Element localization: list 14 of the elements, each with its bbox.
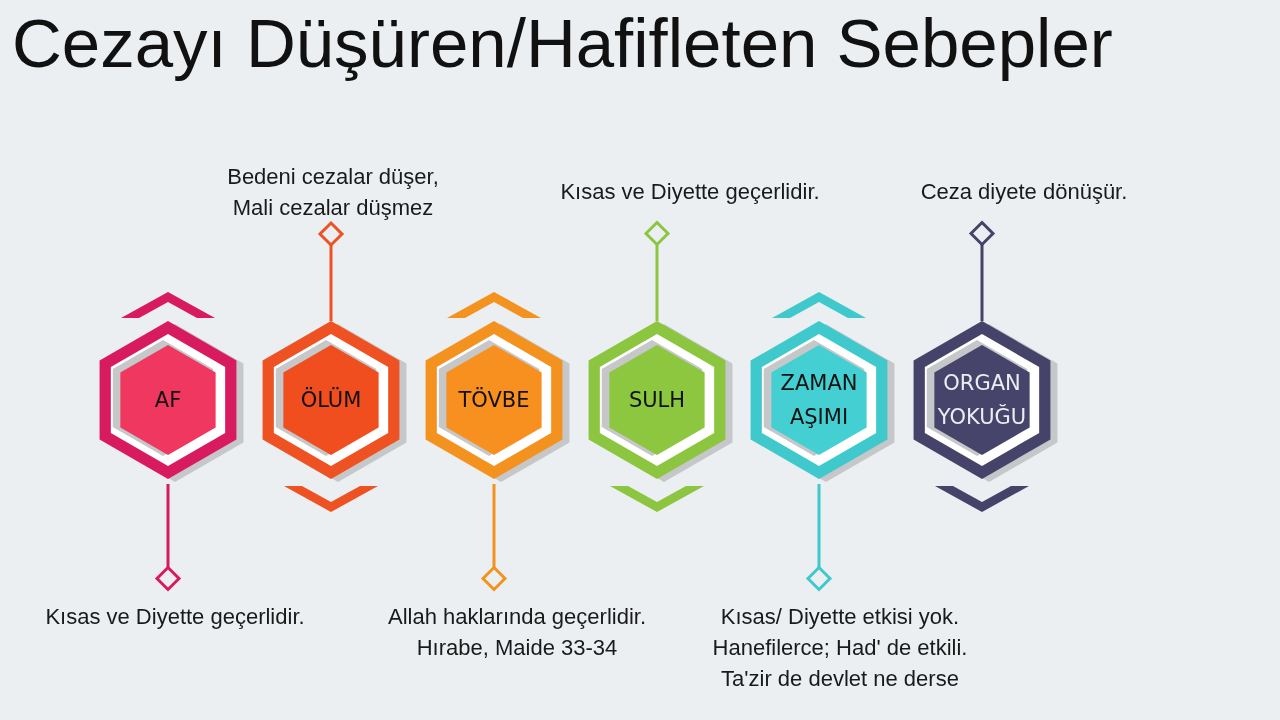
hexagon-label: SULH [628,387,686,414]
note-text: Bedeni cezalar düşer, Mali cezalar düşmez [213,160,453,223]
note-text: Kısas/ Diyette etkisi yok. Hanefilerce; Had' de etkili. Ta'zir de devlet ne derse [706,600,974,694]
hexagon-label: ZAMAN AŞIMI [779,370,859,431]
note-text: Allah haklarında geçerlidir. Hırabe, Maide 33-34 [379,600,655,663]
hexagon-label: AF [154,387,182,414]
hexagon-label: TÖVBE [458,386,530,414]
hexagon-label: ÖLÜM [300,386,362,414]
note-text: Ceza diyete dönüşür. [920,175,1128,207]
leader-line [318,221,344,321]
hexagon-label: ORGAN YOKUĞU [936,370,1028,431]
note-text: Kısas ve Diyette geçerlidir. [560,175,820,207]
title: Cezayı Düşüren/Hafifleten Sebepler [12,4,1113,84]
note-text: Kısas ve Diyette geçerlidir. [45,600,305,632]
